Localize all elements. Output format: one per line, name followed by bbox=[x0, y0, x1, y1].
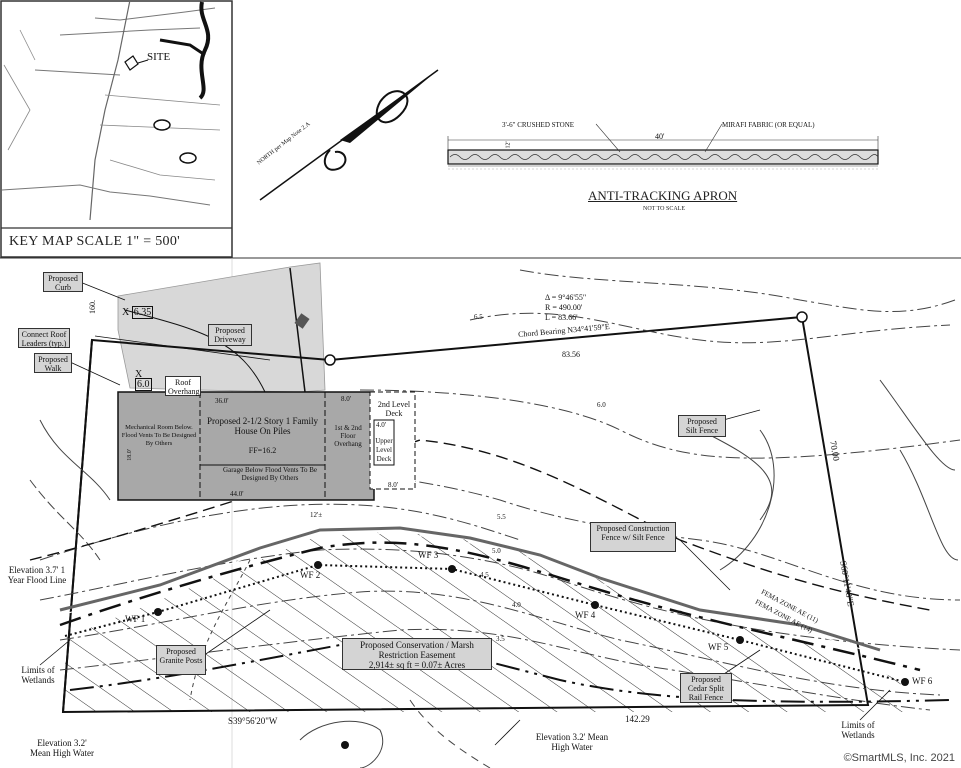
label-elevation-37: Elevation 3.7' 1 Year Flood Line bbox=[7, 565, 67, 585]
spot-elevation-1-value: 6.35 bbox=[131, 306, 154, 319]
callout-curb: Proposed Curb bbox=[43, 272, 83, 292]
house-dim-12: 12'± bbox=[310, 511, 323, 519]
callout-walk: Proposed Walk bbox=[34, 353, 72, 373]
callout-construction-fence: Proposed Construction Fence w/ Silt Fenc… bbox=[590, 522, 676, 552]
label-wf1: WF 1 bbox=[125, 614, 146, 624]
house-floor-overhang: 1st & 2nd Floor Overhang bbox=[334, 424, 362, 448]
spot-elevation-1: X 6.35 bbox=[122, 306, 154, 319]
contour-50: 5.0 bbox=[492, 547, 501, 555]
callout-deck2: 2nd Level Deck bbox=[377, 400, 411, 418]
house-dim-bottom: 44.0' bbox=[230, 490, 244, 498]
watermark: ©SmartMLS, Inc. 2021 bbox=[843, 752, 955, 764]
house-dim-left: 18.0' bbox=[126, 449, 133, 461]
contour-65: 6.5 bbox=[474, 313, 483, 321]
conservation-area: 2,914± sq ft = 0.07± Acres bbox=[368, 660, 466, 670]
label-dist-bottom: 142.29 bbox=[625, 714, 650, 724]
apron-title: ANTI-TRACKING APRON bbox=[588, 188, 738, 203]
contour-60: 6.0 bbox=[597, 401, 606, 409]
chord-length: 83.56 bbox=[562, 350, 580, 359]
label-wf6: WF 6 bbox=[912, 676, 933, 686]
label-elevation-32-left: Elevation 3.2' Mean High Water bbox=[29, 738, 95, 758]
contour-40: 4.0 bbox=[512, 601, 521, 609]
label-limits-wetlands-right: Limits of Wetlands bbox=[841, 720, 875, 740]
label-elevation-32-right: Elevation 3.2' Mean High Water bbox=[535, 732, 609, 752]
conservation-title: Proposed Conservation / Marsh Restrictio… bbox=[360, 640, 474, 660]
house-dim-side: 8.0' bbox=[341, 395, 352, 403]
callout-roof-leaders: Connect Roof Leaders (typ.) bbox=[18, 328, 70, 348]
key-map-site-label: SITE bbox=[147, 51, 171, 63]
contour-55: 5.5 bbox=[497, 513, 506, 521]
curve-radius: R = 490.00' bbox=[545, 303, 583, 312]
house-ff: FF=16.2 bbox=[248, 446, 277, 455]
house-mechanical-note: Mechanical Room Below. Flood Vents To Be… bbox=[121, 424, 197, 447]
apron-subtitle: NOT TO SCALE bbox=[643, 206, 686, 212]
callout-driveway: Proposed Driveway bbox=[208, 324, 252, 346]
label-wf4: WF 4 bbox=[575, 610, 596, 620]
key-map-title: KEY MAP SCALE 1" = 500' bbox=[9, 234, 180, 249]
proposed-house-footprint bbox=[117, 391, 375, 501]
label-limits-wetlands-left: Limits of Wetlands bbox=[21, 665, 55, 685]
curve-length: L = 83.66' bbox=[545, 313, 578, 322]
curve-delta: Δ = 9°46'55" bbox=[545, 293, 587, 302]
contour-35: 3.5 bbox=[496, 635, 505, 643]
label-wf2: WF 2 bbox=[300, 570, 321, 580]
label-bearing-bottom: S39°56'20"W bbox=[228, 716, 278, 726]
label-wf3: WF 3 bbox=[418, 550, 439, 560]
apron-fabric-label: MIRAFI FABRIC (OR EQUAL) bbox=[722, 121, 815, 129]
label-dist-left: 160. bbox=[88, 300, 97, 314]
callout-cedar-fence: Proposed Cedar Split Rail Fence bbox=[680, 673, 732, 703]
apron-length: 40' bbox=[655, 132, 665, 141]
callout-conservation-easement: Proposed Conservation / Marsh Restrictio… bbox=[342, 638, 492, 670]
north-arrow-icon bbox=[259, 69, 439, 201]
callout-granite-posts: Proposed Granite Posts bbox=[156, 645, 206, 675]
apron-width: 12' bbox=[505, 141, 512, 149]
house-dim-top: 36.0' bbox=[215, 397, 229, 405]
key-map bbox=[0, 0, 233, 258]
label-wf5: WF 5 bbox=[708, 642, 729, 652]
anti-tracking-apron-detail bbox=[447, 123, 879, 170]
house-dim-deck: 4.0' bbox=[376, 421, 387, 429]
callout-silt-fence: Proposed Silt Fence bbox=[678, 415, 726, 437]
spot-elevation-2-value: 6.0 bbox=[135, 378, 152, 391]
house-garage-note: Garage Below Flood Vents To Be Designed … bbox=[223, 466, 317, 482]
callout-upper-deck: Upper Level Deck bbox=[375, 437, 393, 463]
house-dim-deck2: 8.0' bbox=[388, 481, 399, 489]
contour-45: 4.5 bbox=[480, 571, 489, 579]
house-title: Proposed 2-1/2 Story 1 Family House On P… bbox=[206, 416, 318, 436]
apron-stone-label: 3'-6" CRUSHED STONE bbox=[502, 121, 575, 129]
callout-roof-overhang: Roof Overhang bbox=[165, 376, 201, 396]
